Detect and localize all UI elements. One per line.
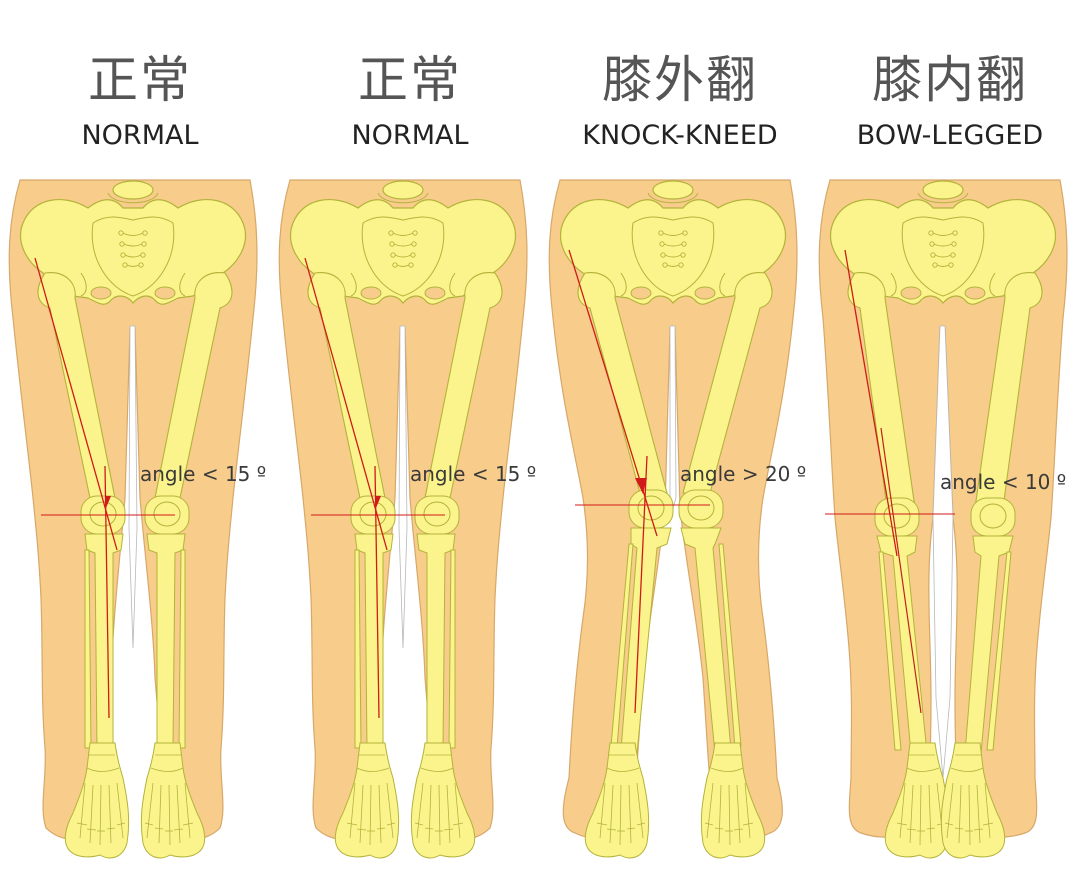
femur-axis-line [844,249,898,557]
angle-label: angle > 20 º [680,462,807,486]
angle-marker-icon [105,496,111,508]
panel-normal-1: 正常 NORMAL angle < 15 º [5,0,275,870]
tibia-axis-line [104,465,110,719]
tibia-axis-line [374,465,380,719]
panel-bow-legged: 膝内翻 BOW-LEGGED angle < 10 º [815,0,1080,870]
leg-skeleton-diagram [818,179,1068,859]
tibia-axis-line [634,455,648,714]
angle-label: angle < 15 º [140,462,267,486]
leg-skeleton-diagram [548,179,798,859]
leg-skeleton-diagram [278,179,528,859]
title-chinese: 膝外翻 [602,51,758,109]
panel-knock-kneed: 膝外翻 KNOCK-KNEED angle > 20 º [545,0,815,870]
tibia-axis-line [880,427,922,714]
angle-marker-icon [375,496,381,508]
title-chinese: 正常 [358,51,462,109]
title-chinese: 膝内翻 [872,51,1028,109]
femur-axis-line [34,257,118,551]
angle-label: angle < 10 º [940,470,1067,494]
panel-normal-2: 正常 NORMAL angle < 15 º [275,0,545,870]
title-english: KNOCK-KNEED [582,120,778,151]
title-english: BOW-LEGGED [856,120,1044,151]
leg-skeleton-diagram [8,179,258,859]
title-english: NORMAL [81,120,199,151]
femur-axis-line [304,257,388,551]
title-english: NORMAL [351,120,469,151]
angle-label: angle < 15 º [410,462,537,486]
title-chinese: 正常 [88,51,192,109]
angle-marker-icon [635,478,647,494]
